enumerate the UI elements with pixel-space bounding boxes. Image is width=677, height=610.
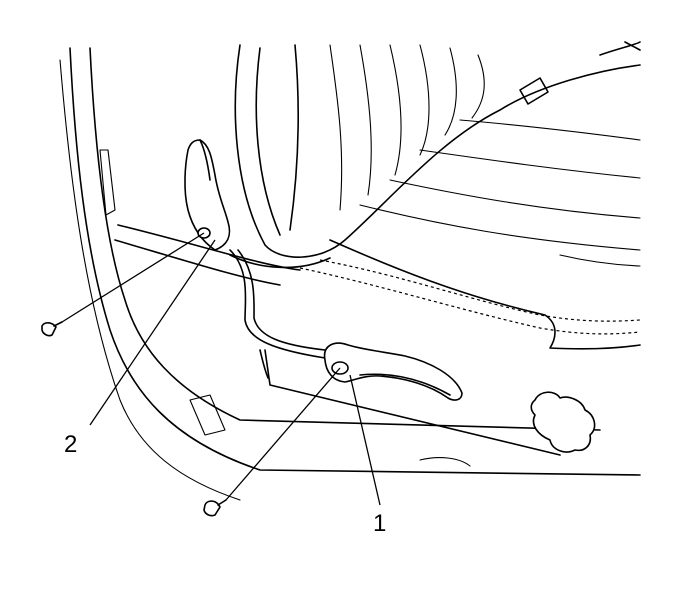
door-sill-outline (59, 47, 641, 501)
screw-1-icon (203, 499, 227, 517)
screw-2-install-line (61, 232, 205, 323)
trim-cover-1 (323, 342, 463, 401)
seat-cushion (299, 41, 641, 350)
callout-2-leader (89, 239, 216, 426)
seat-back (229, 44, 501, 269)
callout-1-label: 1 (373, 510, 387, 537)
callout-1-leader (349, 374, 381, 506)
trim-cover-2 (184, 139, 231, 251)
wire-harness (229, 249, 561, 456)
seat-adjust-knob (530, 391, 596, 453)
screw-1-install-line (225, 367, 341, 501)
callout-2-label: 2 (64, 431, 78, 458)
screw-2-icon (41, 321, 63, 337)
